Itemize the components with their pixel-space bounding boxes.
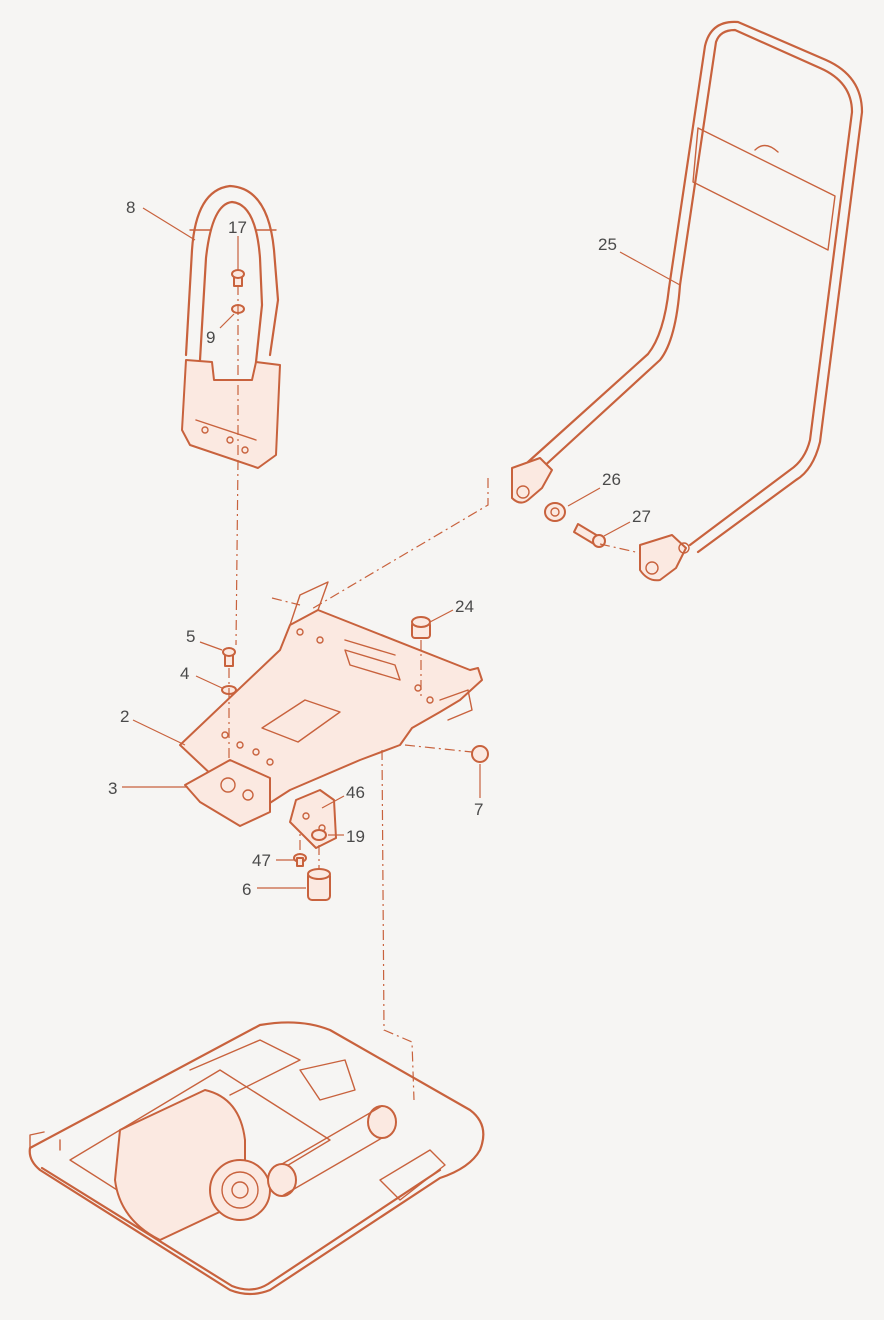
callout-26: 26 [602,470,621,489]
base-plate [28,1021,485,1296]
callout-24: 24 [455,597,474,616]
callout-8: 8 [126,198,135,217]
part-46-bracket [289,789,337,849]
part-24-knob [411,616,431,639]
callout-27: 27 [632,507,651,526]
callout-3: 3 [108,779,117,798]
callout-46: 46 [346,783,365,802]
part-8-handle [181,184,281,469]
callout-6: 6 [242,880,251,899]
part-25-handle [511,20,864,582]
part-2-plate [179,581,483,809]
part-26-washer [544,502,566,522]
leader-lines [122,207,681,889]
part-3-bracket [184,759,271,827]
part-5-bolt [222,647,236,667]
callout-9: 9 [206,328,215,347]
part-17-bolt [231,269,245,287]
callout-labels: 8 17 9 25 26 27 24 5 4 2 3 46 19 47 6 7 [108,198,651,899]
callout-19: 19 [346,827,365,846]
callout-7: 7 [474,800,483,819]
callout-47: 47 [252,851,271,870]
part-7-nut [471,745,489,763]
part-6-damper [307,868,331,901]
callout-25: 25 [598,235,617,254]
assembly-axis-lines [228,285,641,1101]
callout-17: 17 [228,218,247,237]
part-47-screw [293,853,307,867]
callout-5: 5 [186,627,195,646]
callout-4: 4 [180,664,189,683]
part-19-nut [311,829,327,841]
callout-2: 2 [120,707,129,726]
